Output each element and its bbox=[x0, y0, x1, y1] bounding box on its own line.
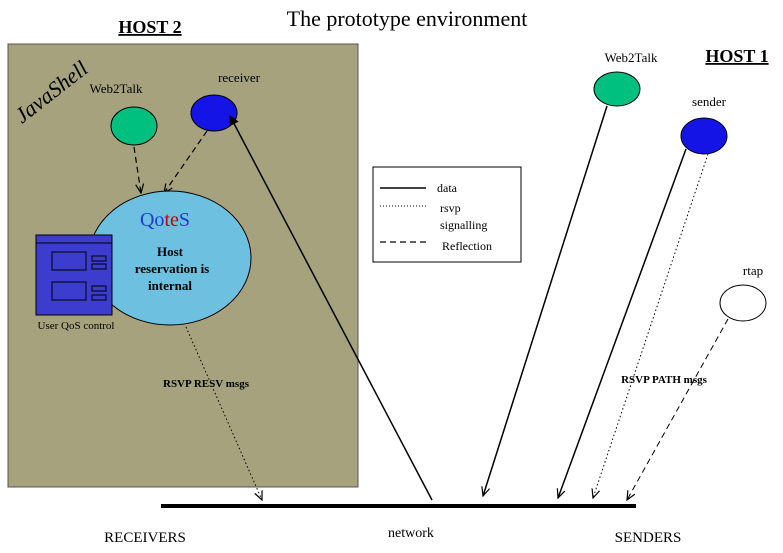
web2talk-host1-label: Web2Talk bbox=[605, 50, 658, 65]
qotes-line3: internal bbox=[148, 278, 192, 293]
rsvp-resv-label: RSVP RESV msgs bbox=[163, 378, 250, 390]
qos-control-label: User QoS control bbox=[38, 320, 115, 332]
rsvp-path-arrow-sender bbox=[593, 153, 709, 498]
legend-rsvp-label1: rsvp bbox=[440, 201, 461, 215]
receiver-label: receiver bbox=[218, 70, 261, 85]
web2talk-host2-node bbox=[110, 106, 158, 146]
qotes-line2: reservation is bbox=[135, 261, 210, 276]
rsvp-path-label: RSVP PATH msgs bbox=[621, 374, 707, 386]
diagram-title: The prototype environment bbox=[287, 6, 528, 31]
reflection-arrow-receiver bbox=[164, 130, 208, 193]
data-arrow-web2talk bbox=[483, 105, 608, 496]
host1-label: HOST 1 bbox=[705, 46, 768, 66]
receivers-label: RECEIVERS bbox=[104, 530, 186, 546]
qos-control-window-icon bbox=[35, 234, 113, 316]
web2talk-host2-label: Web2Talk bbox=[90, 81, 143, 96]
rtap-label: rtap bbox=[743, 263, 763, 278]
sender-node bbox=[680, 117, 728, 155]
senders-label: SENDERS bbox=[615, 530, 682, 546]
rsvp-resv-arrow bbox=[185, 326, 262, 500]
network-label: network bbox=[388, 526, 434, 541]
sender-label: sender bbox=[692, 94, 727, 109]
reflection-arrow-web2talk bbox=[133, 146, 141, 193]
data-arrow-to-receiver bbox=[229, 115, 433, 501]
qotes-line1: Host bbox=[157, 244, 184, 259]
host2-label: HOST 2 bbox=[118, 17, 181, 37]
reflection-arrow-rtap bbox=[627, 318, 729, 500]
receiver-node bbox=[190, 94, 238, 132]
data-arrow-sender bbox=[558, 148, 687, 498]
legend-rsvp-label2: signalling bbox=[440, 218, 487, 232]
web2talk-host1-node bbox=[593, 71, 641, 107]
qotes-title: QoteS bbox=[140, 209, 190, 231]
legend-box bbox=[372, 166, 522, 263]
legend-reflection-label: Reflection bbox=[442, 239, 492, 253]
rtap-node bbox=[719, 284, 767, 322]
legend-data-label: data bbox=[437, 181, 458, 195]
